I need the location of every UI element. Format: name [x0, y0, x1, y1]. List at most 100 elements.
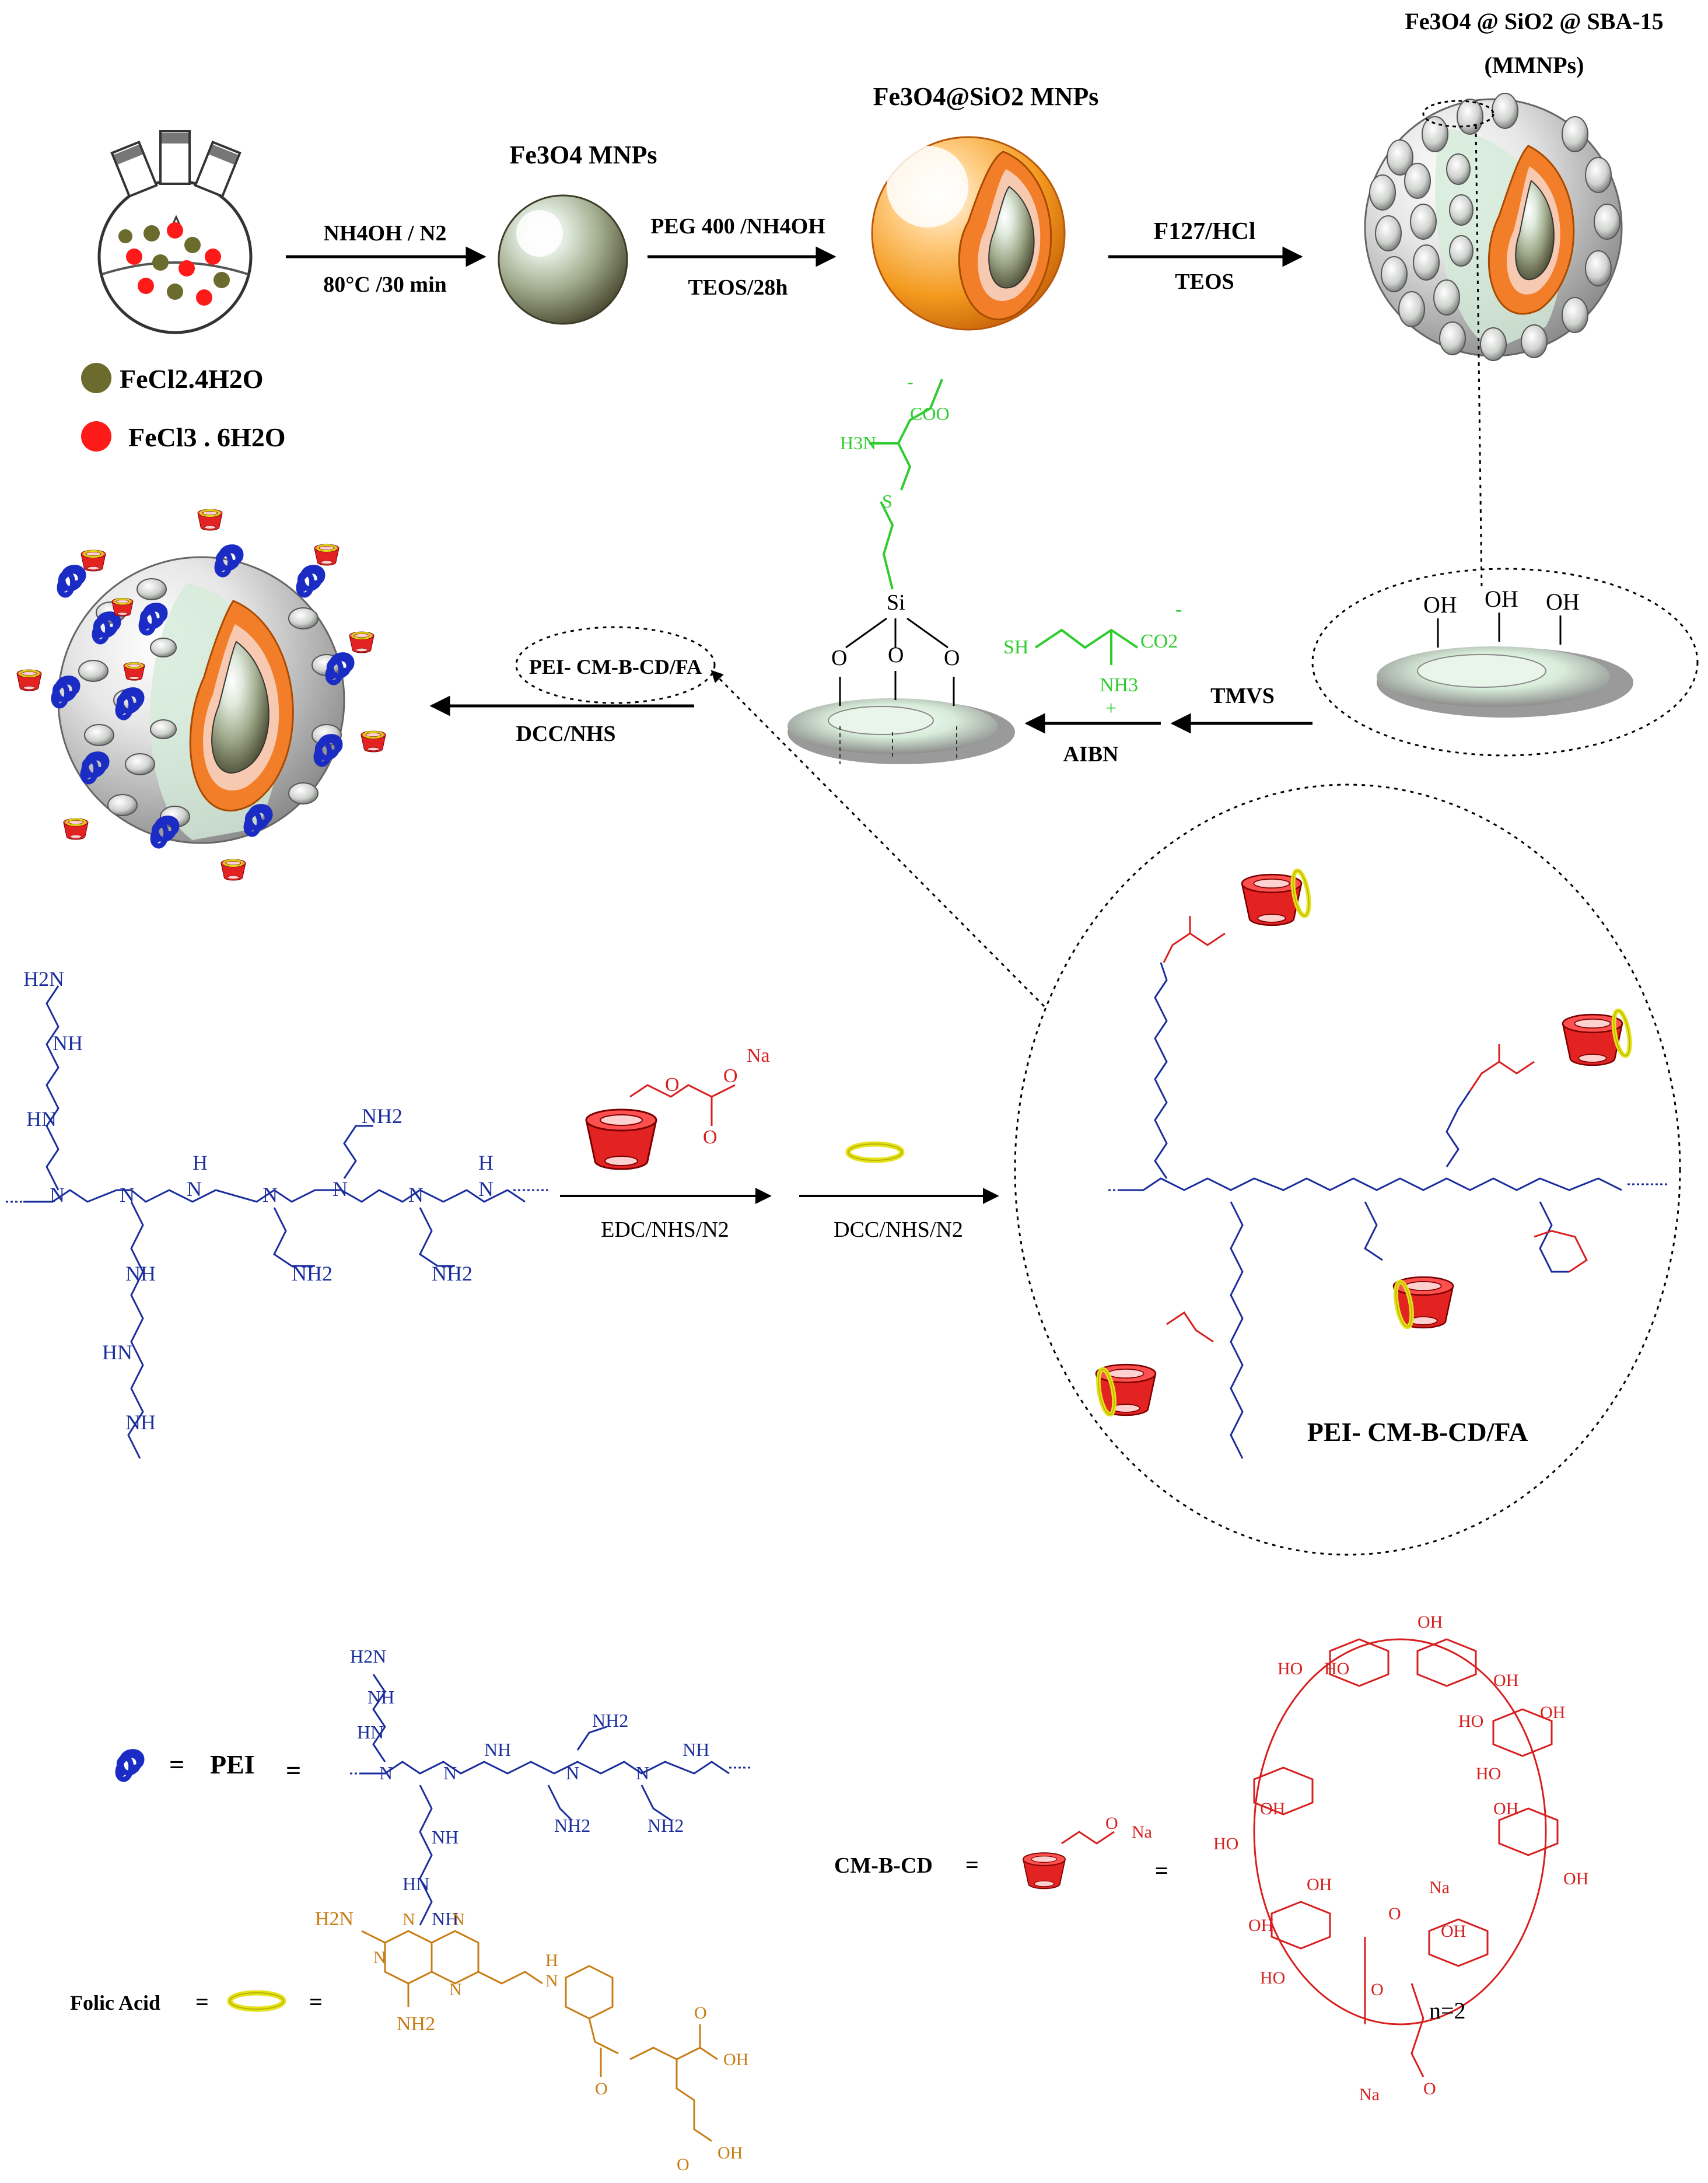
cd-salt-o3: O — [703, 1127, 718, 1148]
pei-leg-n4: N — [636, 1762, 649, 1783]
cm-b-cd-legend: CM-B-CD = O Na = HO HO OH OH OH HO HO OH… — [834, 1612, 1588, 2104]
fa-o2: O — [694, 2003, 707, 2023]
cd-oh-1: OH — [1418, 1612, 1443, 1632]
si-label: Si — [887, 590, 905, 615]
zoom-line-pei — [710, 670, 1045, 1007]
fa-oh1: OH — [723, 2050, 748, 2069]
oh-label-3: OH — [1546, 589, 1580, 615]
cmbcd-leg-o: O — [1105, 1814, 1118, 1833]
cd-na-2: Na — [1359, 2085, 1380, 2104]
three-neck-flask — [97, 130, 253, 334]
cd-ho-3: HO — [1458, 1712, 1483, 1731]
pei-leg-n3: N — [566, 1762, 579, 1783]
step5-condition: DCC/NHS — [516, 722, 615, 746]
pei-leg-nh: NH — [368, 1687, 394, 1708]
pei-leg-hn: HN — [357, 1722, 384, 1743]
fecl2-label: FeCl2.4H2O — [120, 364, 264, 394]
hydroxyl-surface-zoom: OH OH OH — [1311, 568, 1699, 757]
arrow-step5: DCC/NHS — [429, 695, 694, 746]
pei-l-nh-1: NH — [52, 1031, 83, 1055]
step2-reagent: PEG 400 /NH4OH — [650, 214, 825, 239]
pei-leg-nh2-3: NH2 — [648, 1815, 684, 1836]
cd-oh-6: OH — [1260, 1799, 1285, 1818]
cysteine-molecule: SH CO2 - NH3 + — [1003, 599, 1182, 719]
pei-l-n-4: N — [262, 1183, 278, 1206]
pei-l-h2n: H2N — [23, 967, 64, 991]
cd-ho-6: HO — [1260, 1968, 1285, 1988]
cys-plus: + — [1105, 698, 1116, 719]
cys-co2: CO2 — [1140, 631, 1178, 652]
pei-structure-left: H2N NH HN N N H N N N N H N NH2 NH2 NH2 … — [6, 967, 548, 1459]
cd-oh-7: OH — [1248, 1916, 1273, 1935]
pei-l-h-1: H — [192, 1151, 208, 1174]
step3-condition: TEOS — [1175, 270, 1234, 294]
pei-leg-n2: N — [443, 1762, 457, 1783]
pei-cd-fa-zoom-circle: PEI- CM-B-CD/FA — [1014, 783, 1681, 1556]
cys-minus: - — [1175, 599, 1182, 620]
zoom-line-pore — [1475, 125, 1483, 590]
flask-particles — [118, 222, 230, 306]
cmbcd-eq-2: = — [1155, 1857, 1168, 1884]
fe3o4-nanoparticle: Fe3O4 MNPs — [498, 141, 657, 325]
cd-oh-5: OH — [1563, 1869, 1588, 1888]
pei-l-nh-3: NH — [125, 1411, 156, 1434]
cyclodextrin-ring — [1253, 1638, 1559, 2077]
fa-n5: N — [545, 1971, 558, 1990]
cd-oh-9: OH — [1441, 1922, 1466, 1941]
folic-legend-label: Folic Acid — [70, 1991, 160, 2014]
pei-leg-hn-2: HN — [402, 1873, 429, 1894]
pei-leg-nh-2: NH — [484, 1739, 511, 1760]
pei-l-nh-2: NH — [125, 1262, 156, 1285]
cmbcd-eq-1: = — [965, 1852, 979, 1878]
si-o-2: O — [888, 643, 904, 667]
arrow-pei-1: EDC/NHS/N2 — [560, 1188, 772, 1242]
fecl3-dot — [81, 421, 111, 452]
pei-leg-n1: N — [379, 1762, 393, 1783]
fa-o3: O — [677, 2155, 690, 2174]
cd-o-3: O — [1423, 2079, 1436, 2098]
fe3o4-sio2-nanoparticle: Fe3O4@SiO2 MNPs — [871, 82, 1099, 331]
pei-leg-nh2-1: NH2 — [592, 1710, 628, 1731]
pei-leg-h2n: H2N — [350, 1646, 386, 1667]
folic-eq-2: = — [309, 1989, 323, 2015]
pei-l-n-5: N — [332, 1177, 348, 1201]
pei-l-n-7: N — [478, 1177, 494, 1201]
pei-l-hn-1: HN — [26, 1107, 57, 1131]
arrow-pei-2: DCC/NHS/N2 — [799, 1188, 999, 1242]
pei-eq-2: = — [286, 1755, 301, 1785]
pei-cd-fa-bubble: PEI- CM-B-CD/FA — [515, 626, 716, 704]
cd-ho-4: HO — [1476, 1764, 1501, 1783]
zoom-cd-3 — [1393, 1276, 1454, 1328]
cm-b-cd-reagent: O O O Na — [585, 1045, 770, 1170]
cd-na-1: Na — [1429, 1878, 1450, 1897]
pei-l-n-2: N — [120, 1183, 135, 1206]
pei-l-hn-2: HN — [102, 1341, 132, 1364]
pei-eq-1: = — [169, 1750, 184, 1779]
fecl2-dot — [81, 363, 111, 393]
pei-l-n-6: N — [408, 1183, 424, 1206]
pei-l-nh2-3: NH2 — [432, 1262, 473, 1285]
pore-zoom-marker — [1422, 100, 1494, 128]
pei-arrow2-condition: DCC/NHS/N2 — [834, 1218, 963, 1242]
cd-ho-1: HO — [1278, 1659, 1303, 1678]
oh-label-2: OH — [1485, 586, 1518, 612]
si-o-3: O — [944, 646, 960, 670]
step2-condition: TEOS/28h — [688, 275, 788, 300]
fe3o4-sio2-label: Fe3O4@SiO2 MNPs — [873, 82, 1099, 111]
zoom-cd-2 — [1562, 1010, 1633, 1066]
graft-coo: COO — [910, 403, 950, 424]
arrow-step3: F127/HCl TEOS — [1108, 218, 1303, 294]
folic-ring-reagent — [848, 1144, 902, 1160]
fa-o1: O — [595, 2079, 608, 2098]
pei-leg-nh-3: NH — [682, 1739, 709, 1760]
cmbcd-leg-na: Na — [1132, 1822, 1152, 1842]
pei-l-n-3: N — [187, 1177, 202, 1201]
pei-legend-label: PEI — [210, 1750, 255, 1779]
final-functionalized-nanoparticle — [16, 509, 386, 881]
si-o-1: O — [831, 646, 847, 670]
arrow-step1: NH4OH / N2 80°C /30 min — [286, 221, 487, 297]
oh-label-1: OH — [1423, 592, 1457, 618]
graft-h3n: H3N — [840, 432, 876, 453]
graft-s: S — [882, 491, 892, 512]
